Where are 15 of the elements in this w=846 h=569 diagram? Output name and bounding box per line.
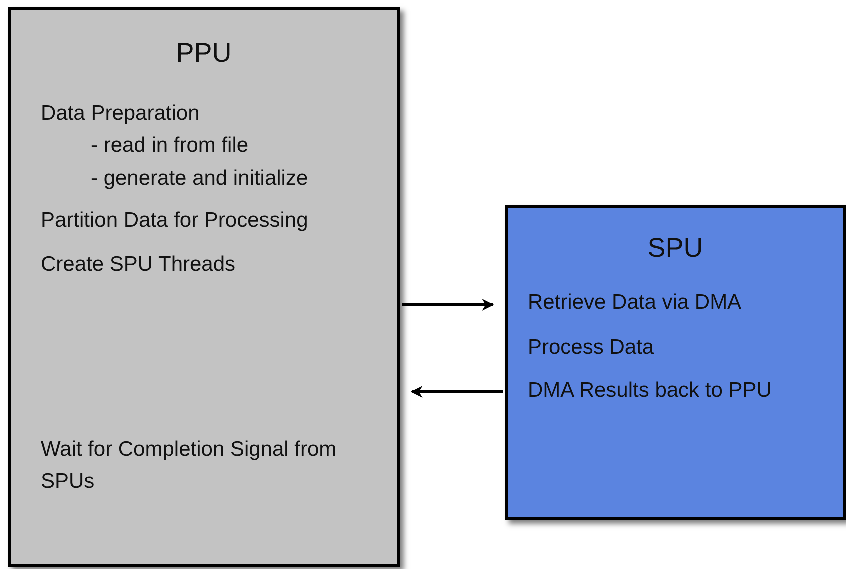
- step-text: Wait for Completion Signal from SPUs: [41, 437, 338, 495]
- step-text: Data Preparation: [41, 102, 200, 126]
- box-title: PPU: [175, 38, 233, 69]
- step-text: Retrieve Data via DMA: [528, 291, 742, 315]
- step-text: - read in from file: [91, 134, 249, 158]
- arrow: [402, 299, 494, 311]
- arrow: [410, 386, 503, 398]
- step-text: Create SPU Threads: [41, 253, 236, 277]
- step-text: Process Data: [528, 336, 654, 360]
- box-title: SPU: [646, 233, 704, 264]
- process-box: [8, 7, 400, 567]
- step-text: Partition Data for Processing: [41, 209, 308, 233]
- process-box: [505, 205, 846, 520]
- step-text: DMA Results back to PPU: [528, 379, 772, 403]
- step-text: - generate and initialize: [91, 167, 308, 191]
